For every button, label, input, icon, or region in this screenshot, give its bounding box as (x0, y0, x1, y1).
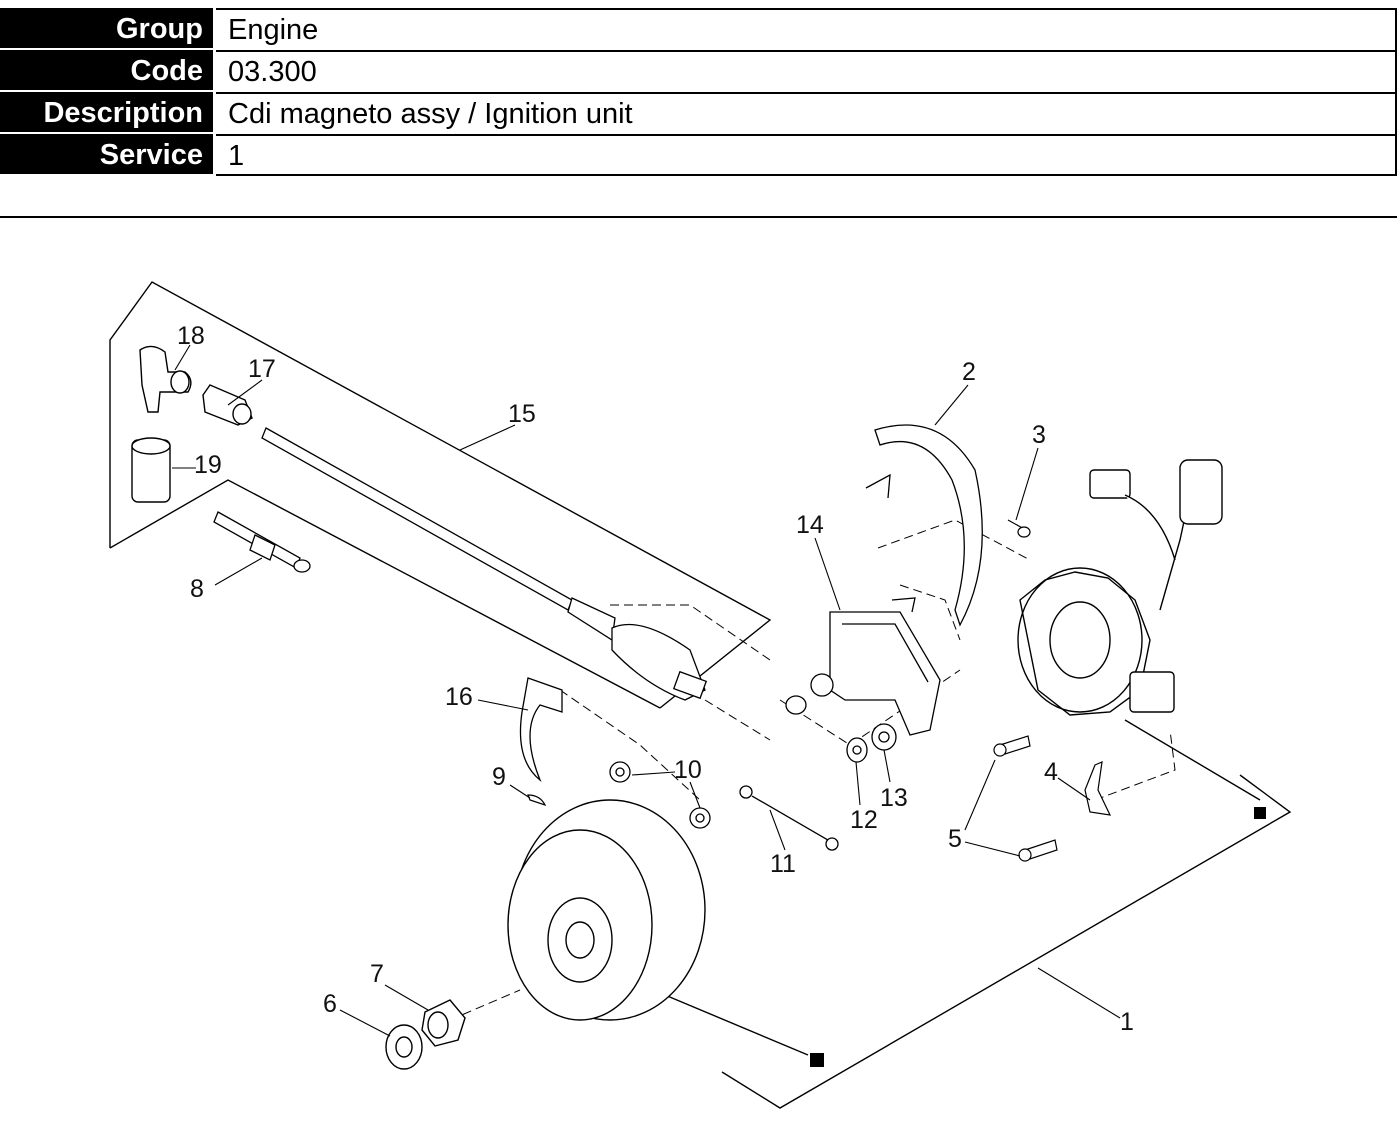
callout-6: 6 (323, 990, 337, 1018)
callout-5: 5 (948, 825, 962, 853)
code-row: Code 03.300 (0, 50, 1397, 92)
header-separator (0, 216, 1397, 218)
magneto-group-frame (721, 774, 1292, 1109)
callout-14: 14 (796, 511, 824, 539)
description-label: Description (0, 92, 213, 134)
spark-plug-part (213, 511, 311, 573)
woodruff-key-part (527, 794, 547, 807)
callout-18: 18 (177, 322, 205, 350)
callout-3: 3 (1032, 421, 1046, 449)
magneto-frame-lower (664, 994, 809, 1056)
callout-9: 9 (492, 763, 506, 791)
stator-part (1017, 459, 1223, 716)
code-value: 03.300 (216, 50, 1397, 92)
callout-2: 2 (962, 358, 976, 386)
callout-17: 17 (248, 355, 276, 383)
nut-part (609, 761, 711, 829)
flywheel-rotor-part (507, 799, 706, 1021)
service-row: Service 1 (0, 134, 1397, 176)
callout-1: 1 (1120, 1008, 1134, 1036)
wire-clamp-part (1084, 761, 1112, 816)
ht-lead-coil-part (261, 427, 708, 701)
coil-group-frame (109, 281, 772, 709)
callout-11: 11 (770, 850, 796, 878)
assembly-marker-1 (1254, 807, 1266, 819)
assembly-marker-2 (810, 1053, 824, 1067)
stator-cover-part (865, 424, 983, 627)
magneto-frame-upper (1124, 719, 1261, 801)
cap-part (131, 437, 171, 503)
group-value: Engine (216, 8, 1397, 50)
pickup-bracket-part (810, 597, 941, 736)
description-row: Description Cdi magneto assy / Ignition … (0, 92, 1397, 134)
screw-part (1007, 519, 1031, 538)
callout-8: 8 (190, 575, 204, 603)
flywheel-nut-washer-part (385, 999, 466, 1070)
callout-10: 10 (674, 756, 702, 784)
callout-12: 12 (850, 806, 878, 834)
callout-16: 16 (445, 683, 473, 711)
service-value: 1 (216, 134, 1397, 176)
washer-spacer-part (785, 695, 897, 763)
callout-13: 13 (880, 784, 908, 812)
callout-15: 15 (508, 400, 536, 428)
leader-lines (172, 344, 1121, 1037)
info-header-table: Group Engine Code 03.300 Description Cdi… (0, 8, 1397, 176)
grommet-part (202, 384, 253, 426)
service-label: Service (0, 134, 213, 176)
spark-plug-cap-part (139, 345, 192, 413)
callout-7: 7 (370, 960, 384, 988)
group-label: Group (0, 8, 213, 50)
code-label: Code (0, 50, 213, 92)
coil-bracket-part (519, 677, 563, 783)
callout-4: 4 (1044, 758, 1058, 786)
callout-19: 19 (194, 451, 222, 479)
group-row: Group Engine (0, 8, 1397, 50)
ground-wire-part (739, 785, 839, 851)
description-value: Cdi magneto assy / Ignition unit (216, 92, 1397, 134)
stator-bolt-part (993, 735, 1058, 862)
coil-group-frame-lower (109, 479, 661, 709)
